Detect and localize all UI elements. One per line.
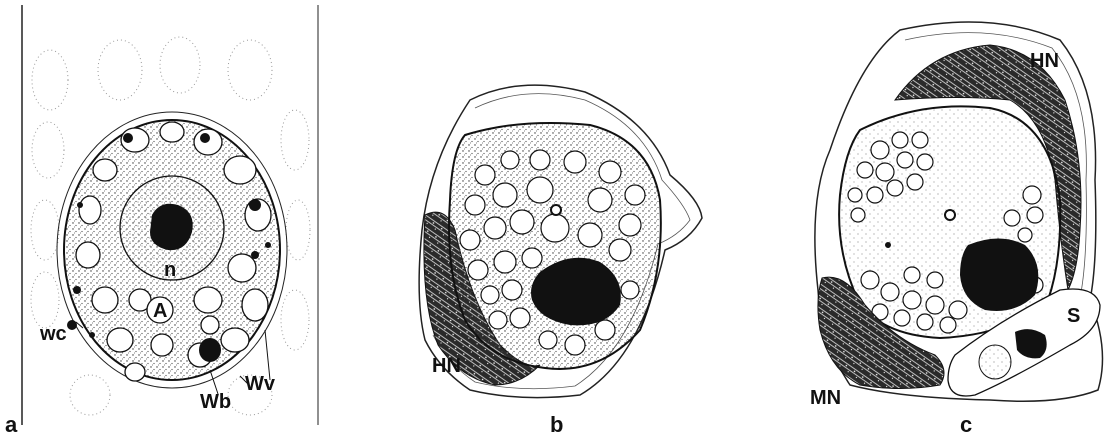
small-ring-c (945, 210, 955, 220)
panel-letter-a: a (5, 412, 18, 437)
nucleus-c (960, 239, 1038, 312)
label-HN-b: HN (432, 355, 461, 377)
label-Wb: Wb (200, 391, 231, 413)
panel-letter-c: c (960, 412, 972, 437)
label-n: n (164, 259, 176, 281)
label-wc: wc (39, 323, 67, 345)
label-MN-c: MN (810, 387, 841, 409)
label-Wv: Wv (245, 373, 276, 395)
label-A: A (153, 300, 167, 322)
body-wb (199, 338, 221, 362)
s-cell-body (979, 345, 1011, 379)
small-dot-c (885, 242, 891, 248)
panel-b: HN b (419, 85, 702, 437)
nucleolus (150, 204, 193, 250)
panel-a: n A wc Wb Wv a (5, 5, 318, 437)
panel-c: HN MN S c (810, 22, 1103, 437)
label-HN-c: HN (1030, 50, 1059, 72)
cell-body-c (839, 106, 1060, 338)
small-ring-b (551, 205, 561, 215)
panel-letter-b: b (550, 412, 563, 437)
label-S-c: S (1067, 305, 1080, 327)
